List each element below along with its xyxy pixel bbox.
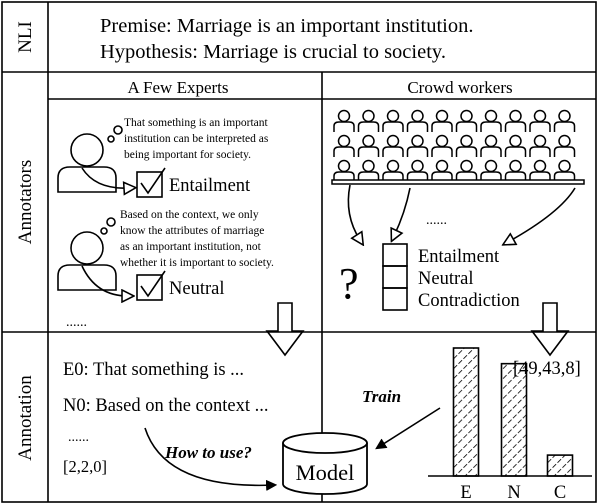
crowd-worker-icon: [455, 109, 478, 132]
crowd-worker-icon: [382, 159, 404, 182]
crowd-worker-icon: [480, 159, 502, 182]
crowd-worker-icon: [529, 109, 551, 132]
crowd-worker-icon: [480, 109, 502, 132]
row-label-annotators: Annotators: [15, 160, 36, 244]
crowd-counts: [49,43,8]: [513, 359, 581, 379]
expert-arrow-1: [81, 167, 130, 188]
crowd-worker-icon: [333, 159, 355, 182]
label-distribution-chart: [452, 347, 574, 477]
crowd-worker-icon: [382, 134, 404, 157]
expert-label-1: Entailment: [169, 176, 251, 196]
expert-thought-1: That something is an important instituti…: [124, 117, 271, 161]
thought-bubbles-1: [107, 125, 123, 143]
crowd-worker-icon: [553, 134, 576, 157]
bar-label-C: C: [554, 483, 566, 503]
crowd-worker-icon: [553, 159, 576, 182]
expert-ellipsis: ......: [66, 315, 87, 330]
option-checkbox-entailment: [382, 243, 408, 267]
crowd-worker-icon: [382, 109, 404, 132]
option-checkboxes: [382, 243, 408, 311]
crowd-worker-icon: [357, 109, 380, 132]
expert-thought-2-line: know the attributes of marriage: [120, 225, 264, 237]
option-checkbox-contradiction: [382, 287, 408, 311]
column-header-experts: A Few Experts: [127, 78, 228, 97]
crowd-worker-icon: [333, 109, 355, 132]
crowd-worker-icon: [504, 109, 527, 132]
crowd-worker-icon: [455, 134, 478, 157]
column-header-crowd: Crowd workers: [407, 78, 512, 97]
crowd-worker-icon: [553, 109, 576, 132]
bar-C: [546, 454, 574, 477]
row-label-nli: NLI: [15, 21, 36, 53]
down-arrow-experts: [265, 302, 305, 357]
expert-thought-1-line: That something is an important: [124, 117, 269, 129]
expert-counts: [2,2,0]: [63, 457, 107, 476]
expert-thought-2-line: Based on the context, we only: [120, 209, 259, 221]
expert-thought-2-line: whether it is important to society.: [120, 257, 274, 269]
crowd-worker-icon: [406, 134, 429, 157]
bar-N: [500, 362, 528, 477]
expert-icon-2: [57, 231, 117, 291]
crowd-worker-icon: [406, 109, 429, 132]
option-label-entailment: Entailment: [418, 247, 500, 267]
model-label: Model: [296, 460, 355, 485]
expert-arrow-2: [81, 265, 128, 296]
expert-annotation-n0: N0: Based on the context ...: [63, 396, 269, 416]
crowd-worker-icon: [406, 159, 429, 182]
expert-icon-1: [57, 133, 117, 193]
crowd-arrow-options: [394, 187, 411, 236]
bar-E: [452, 347, 480, 477]
how-to-use-arrow: [144, 427, 278, 491]
down-arrow-crowd: [530, 302, 570, 357]
crowd-worker-icon: [357, 159, 380, 182]
crowd-worker-icon: [357, 134, 380, 157]
train-label: Train: [362, 387, 401, 406]
bar-label-E: E: [460, 483, 471, 503]
expert-label-2: Neutral: [169, 279, 224, 299]
crowd-worker-icon: [431, 134, 453, 157]
expert-thought-1-line: being important for society.: [124, 149, 251, 161]
checked-checkbox-icon: [136, 270, 166, 301]
crowd-arrow-question: [347, 184, 360, 240]
premise-text: Premise: Marriage is an important instit…: [100, 15, 474, 37]
option-checkbox-neutral: [382, 265, 408, 289]
crowd-workers-icon: [331, 109, 585, 185]
expert-thought-1-line: institution can be interpreted as: [124, 133, 269, 145]
crowd-worker-icon: [480, 134, 502, 157]
expert-thought-2: Based on the context, we only know the a…: [120, 209, 274, 269]
expert-thought-2-line: as an important institution, not: [120, 241, 262, 253]
crowd-worker-icon: [529, 134, 551, 157]
bar-label-N: N: [507, 483, 520, 503]
model-database-icon: [282, 432, 368, 495]
hypothesis-text: Hypothesis: Marriage is crucial to socie…: [100, 41, 446, 63]
annotation-ellipsis: ......: [68, 430, 89, 445]
crowd-worker-icon: [455, 159, 478, 182]
crowd-worker-icon: [431, 109, 453, 132]
crowd-ellipsis: ......: [426, 213, 447, 228]
checked-checkbox-icon: [136, 167, 166, 198]
crowd-bench: [331, 179, 585, 185]
thought-bubbles-2: [100, 217, 116, 235]
option-label-neutral: Neutral: [418, 269, 473, 289]
question-mark-icon: ?: [339, 259, 359, 308]
crowd-worker-icon: [504, 134, 527, 157]
row-label-annotation: Annotation: [15, 375, 36, 461]
option-label-contradiction: Contradiction: [418, 291, 520, 311]
crowd-worker-icon: [504, 159, 527, 182]
crowd-arrow-contradiction: [508, 187, 576, 242]
train-arrow: [375, 407, 441, 450]
expert-annotation-e0: E0: That something is ...: [63, 360, 244, 380]
crowd-worker-icon: [333, 134, 355, 157]
how-to-use-label: How to use?: [164, 443, 252, 462]
crowd-worker-icon: [529, 159, 551, 182]
crowd-worker-icon: [431, 159, 453, 182]
